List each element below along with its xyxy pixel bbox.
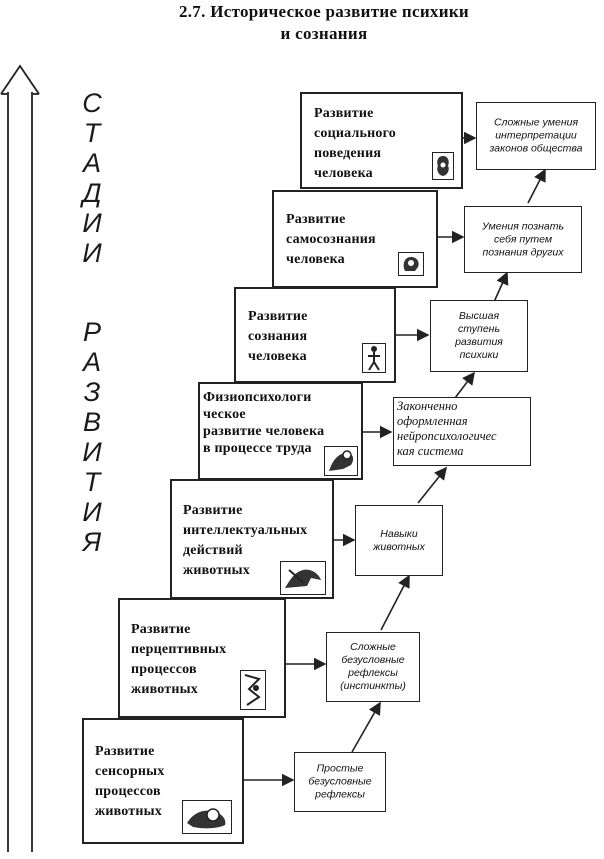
stage-box-sensory: Развитие сенсорных процессов животных bbox=[82, 718, 244, 844]
side-label-letter: З bbox=[83, 377, 101, 407]
stage-label: Развитие сознания человека bbox=[248, 309, 308, 364]
arrow-result2-result3 bbox=[380, 574, 410, 631]
human-figure-icon bbox=[362, 343, 386, 373]
side-label-letter: И bbox=[82, 208, 102, 238]
result-text: Простые безусловные рефлексы bbox=[308, 762, 372, 801]
stage-box-labor: Физиопсихологи ческое развитие человека … bbox=[198, 382, 363, 480]
side-label-letter: В bbox=[82, 407, 101, 437]
hand-feeling-object-icon bbox=[182, 800, 232, 834]
result-box-simple-reflexes: Простые безусловные рефлексы bbox=[294, 752, 386, 812]
result-box-complex-reflexes: Сложные безусловные рефлексы (инстинкты) bbox=[326, 632, 420, 702]
stage-label: Развитие интеллектуальных действий живот… bbox=[183, 503, 308, 578]
stage-box-consciousness: Развитие сознания человека bbox=[234, 287, 396, 383]
worker-icon bbox=[324, 446, 358, 476]
stage-box-intellectual: Развитие интеллектуальных действий живот… bbox=[170, 479, 334, 599]
stage-label: Развитие самосознания человека bbox=[286, 212, 376, 267]
side-label-letter: С bbox=[82, 88, 102, 118]
result-text: Навыки животных bbox=[373, 527, 425, 553]
stage-label: Развитие социального поведения человека bbox=[314, 106, 397, 181]
stage-box-perceptive: Развитие перцептивных процессов животных bbox=[118, 598, 286, 718]
stage-box-social: Развитие социального поведения человека bbox=[300, 92, 463, 189]
result-box-animal-skills: Навыки животных bbox=[355, 505, 443, 576]
people-group-icon bbox=[432, 152, 454, 180]
head-profile-icon bbox=[398, 252, 424, 276]
arrow-result5-result6 bbox=[493, 271, 509, 303]
side-label-letter: Т bbox=[83, 467, 101, 497]
arrow-result6-result7 bbox=[527, 168, 546, 204]
side-label-letter: Д bbox=[82, 178, 102, 208]
side-label-letter: И bbox=[82, 437, 102, 467]
side-label-letter: И bbox=[82, 497, 102, 527]
side-label-letter: Я bbox=[82, 527, 102, 557]
result-text: Высшая ступень развития психики bbox=[455, 310, 503, 361]
stage-box-self-awareness: Развитие самосознания человека bbox=[272, 190, 438, 288]
side-label-letter: Т bbox=[83, 118, 101, 148]
side-label-letter: А bbox=[82, 347, 101, 377]
development-axis-arrow bbox=[0, 64, 40, 852]
result-box-know-self: Умения познать себя путем познания други… bbox=[464, 206, 582, 273]
result-box-highest-stage: Высшая ступень развития психики bbox=[430, 300, 528, 372]
result-box-society-laws: Сложные умения интерпретации законов общ… bbox=[476, 102, 596, 170]
result-text: Сложные безусловные рефлексы (инстинкты) bbox=[340, 641, 406, 692]
stage-label: Физиопсихологи ческое развитие человека … bbox=[203, 390, 325, 456]
ape-hand-icon bbox=[280, 561, 326, 595]
side-label-letter: А bbox=[82, 148, 101, 178]
side-label-letter: И bbox=[82, 238, 102, 268]
result-text: Законченно оформленная нейропсихологичес… bbox=[397, 399, 497, 458]
stage-label: Развитие сенсорных процессов животных bbox=[95, 744, 165, 819]
shapes-perception-icon bbox=[240, 670, 266, 710]
arrow-result4-result5 bbox=[454, 371, 475, 399]
stage-label: Развитие перцептивных процессов животных bbox=[131, 622, 227, 697]
arrow-result3-result4 bbox=[417, 466, 447, 504]
result-box-neuropsychological-system: Законченно оформленная нейропсихологичес… bbox=[393, 397, 531, 466]
result-text: Умения познать себя путем познания други… bbox=[481, 220, 565, 258]
side-label-letter: Р bbox=[82, 317, 101, 347]
page-title-line-1: 2.7. Историческое развитие психики bbox=[178, 2, 470, 21]
arrow-result1-result2 bbox=[351, 701, 381, 753]
page-title-line-2: и сознания bbox=[280, 24, 368, 43]
result-text: Сложные умения интерпретации законов общ… bbox=[489, 116, 583, 155]
